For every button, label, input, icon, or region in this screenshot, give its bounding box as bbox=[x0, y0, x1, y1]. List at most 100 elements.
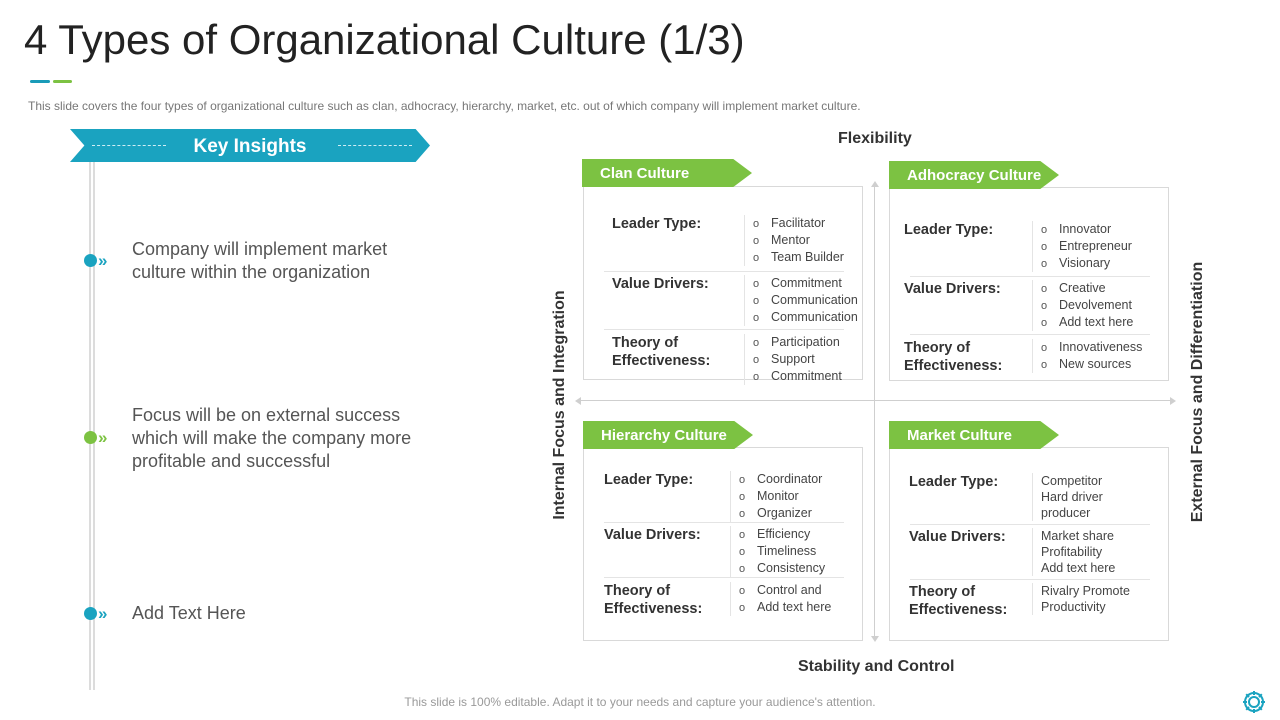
value-item: o Monitor bbox=[739, 488, 822, 505]
value-item: Add text here bbox=[1041, 560, 1115, 576]
bullet-icon: o bbox=[1041, 300, 1048, 312]
value-text: Entrepreneur bbox=[1059, 239, 1132, 253]
bullet-icon: o bbox=[1041, 224, 1048, 236]
value-item: o Innovativeness bbox=[1041, 339, 1142, 356]
value-text: Productivity bbox=[1041, 600, 1106, 614]
bullet-icon: o bbox=[739, 474, 746, 486]
row-divider bbox=[910, 579, 1150, 580]
bullet-icon: o bbox=[753, 312, 760, 324]
value-text: Coordinator bbox=[757, 472, 823, 486]
value-text: Innovativeness bbox=[1059, 340, 1143, 354]
row-label: Value Drivers: bbox=[612, 276, 709, 292]
quadrant-tag-adhocracy: Adhocracy Culture bbox=[889, 161, 1059, 189]
bullet-icon: o bbox=[1041, 241, 1048, 253]
bullet-icon: o bbox=[739, 602, 746, 614]
value-text: Timeliness bbox=[757, 544, 817, 558]
bullet-icon: o bbox=[753, 252, 760, 264]
value-text: Communication bbox=[771, 293, 858, 307]
value-text: Add text here bbox=[1041, 561, 1116, 575]
bullet-icon: o bbox=[1041, 359, 1048, 371]
value-item: Hard driver bbox=[1041, 489, 1103, 505]
value-text: Hard driver bbox=[1041, 490, 1103, 504]
horizontal-axis bbox=[580, 400, 1172, 401]
value-item: o Communication bbox=[753, 309, 858, 326]
row-divider bbox=[604, 271, 844, 272]
value-text: Facilitator bbox=[771, 216, 826, 230]
axis-label-right: External Focus and Differentiation bbox=[1189, 261, 1206, 523]
value-item: o Control and bbox=[739, 582, 831, 599]
key-insights-heading: Key Insights bbox=[193, 136, 307, 157]
bullet-icon: o bbox=[1041, 317, 1048, 329]
value-text: New sources bbox=[1059, 357, 1132, 371]
chevron-double-right-icon: » bbox=[98, 604, 108, 623]
row-label: Leader Type: bbox=[612, 216, 702, 232]
arrow-left-icon bbox=[575, 397, 581, 405]
quadrant-tag-clan: Clan Culture bbox=[582, 159, 752, 187]
bullet-icon: o bbox=[739, 563, 746, 575]
row-divider bbox=[910, 524, 1150, 525]
page-title: 4 Types of Organizational Culture (1/3) bbox=[24, 16, 745, 63]
chevron-double-right-icon: » bbox=[98, 428, 108, 447]
row-label: Theory of Effectiveness: bbox=[909, 584, 1008, 618]
row-label: Value Drivers: bbox=[604, 527, 701, 543]
insights-timeline-line-b bbox=[93, 158, 95, 690]
banner-dash-left bbox=[92, 145, 166, 146]
quadrant-tag-market: Market Culture bbox=[889, 421, 1059, 449]
row-divider bbox=[604, 577, 844, 578]
value-item: o New sources bbox=[1041, 356, 1142, 373]
value-item: o Timeliness bbox=[739, 543, 825, 560]
footer-note: This slide is 100% editable. Adapt it to… bbox=[404, 695, 876, 709]
bullet-icon: o bbox=[739, 546, 746, 558]
insight-dot bbox=[84, 431, 97, 444]
value-text: Control and bbox=[757, 583, 822, 597]
value-text: Monitor bbox=[757, 489, 799, 503]
banner-dash-right bbox=[338, 145, 412, 146]
row-label: Value Drivers: bbox=[909, 529, 1006, 545]
bullet-icon: o bbox=[1041, 342, 1048, 354]
row-label: Leader Type: bbox=[909, 474, 999, 490]
row-divider bbox=[910, 276, 1150, 277]
bullet-icon: o bbox=[739, 585, 746, 597]
row-divider bbox=[604, 329, 844, 330]
value-text: Commitment bbox=[771, 276, 842, 290]
value-item: o Coordinator bbox=[739, 471, 822, 488]
value-text: Participation bbox=[771, 335, 840, 349]
bullet-icon: o bbox=[739, 491, 746, 503]
value-item: Profitability bbox=[1041, 544, 1115, 560]
bullet-icon: o bbox=[739, 508, 746, 520]
bullet-icon: o bbox=[753, 337, 760, 349]
row-divider bbox=[910, 334, 1150, 335]
value-text: Communication bbox=[771, 310, 858, 324]
bullet-icon: o bbox=[1041, 258, 1048, 270]
value-text: Profitability bbox=[1041, 545, 1103, 559]
insight-text: Add Text Here bbox=[132, 603, 246, 623]
insight-text: Focus will be on external success which … bbox=[132, 405, 412, 471]
value-text: Support bbox=[771, 352, 815, 366]
axis-label-left: Internal Focus and Integration bbox=[551, 290, 568, 520]
value-item: Productivity bbox=[1041, 599, 1130, 615]
row-divider bbox=[604, 522, 844, 523]
value-item: o Participation bbox=[753, 334, 842, 351]
value-text: Market share bbox=[1041, 529, 1114, 543]
value-text: Visionary bbox=[1059, 256, 1111, 270]
